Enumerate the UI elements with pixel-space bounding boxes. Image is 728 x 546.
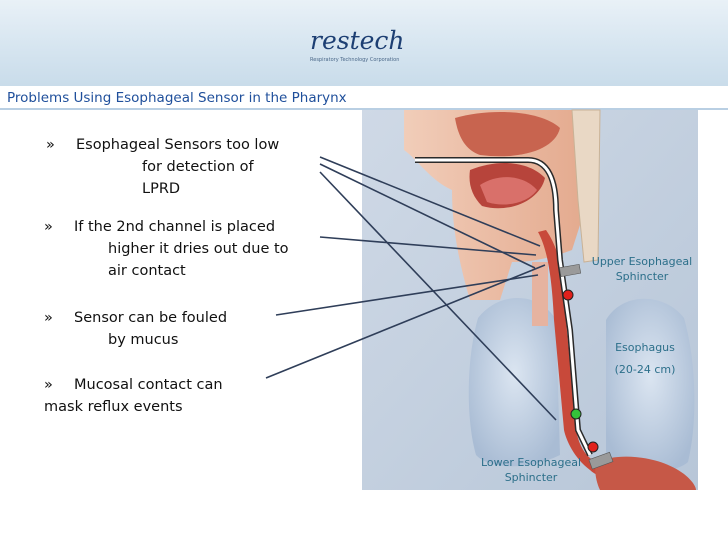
bullet-1: » Esophageal Sensors too low for detectio… xyxy=(46,134,279,200)
bullet-4: » Mucosal contact can mask reflux events xyxy=(44,374,223,418)
trachea xyxy=(532,262,548,326)
logo-subtext: Respiratory Technology Corporation xyxy=(310,57,400,63)
bullet-2-line-3: air contact xyxy=(108,263,186,279)
sensor-green xyxy=(570,408,582,420)
stomach xyxy=(595,456,696,490)
ues-label-line2: Sphincter xyxy=(615,270,669,283)
les-label: Lower Esophageal Sphincter xyxy=(472,455,590,485)
bullet-3: » Sensor can be fouled by mucus xyxy=(44,307,227,351)
pointer-line xyxy=(319,236,537,256)
nasal-cavity xyxy=(455,112,560,157)
pointer-line xyxy=(319,156,541,247)
bullet-marker: » xyxy=(46,137,55,153)
bullet-2: » If the 2nd channel is placed higher it … xyxy=(44,216,289,282)
pointer-line xyxy=(319,171,557,421)
esophagus-label-length: (20-24 cm) xyxy=(614,363,676,376)
probe-catheter xyxy=(415,158,592,456)
bullet-3-line-2: by mucus xyxy=(108,332,179,348)
logo-text: restech xyxy=(310,26,405,55)
lung-left xyxy=(468,297,560,467)
sensor-red-lower xyxy=(587,441,599,453)
bullet-2-line-2: higher it dries out due to xyxy=(108,241,289,257)
bullet-2-line-1: If the 2nd channel is placed xyxy=(74,219,276,235)
esophagus-label: Esophagus (20-24 cm) xyxy=(594,340,696,377)
bullet-1-line-2: for detection of xyxy=(142,159,254,175)
spine xyxy=(571,109,601,263)
bullet-3-line-1: Sensor can be fouled xyxy=(74,310,228,326)
bullet-marker: » xyxy=(44,219,53,235)
pointer-line xyxy=(275,274,539,316)
slide-title: Problems Using Esophageal Sensor in the … xyxy=(7,90,347,106)
lung-right xyxy=(606,298,695,472)
les-label-line2: Sphincter xyxy=(504,471,558,484)
tongue xyxy=(480,177,537,205)
ues-label-line1: Upper Esophageal xyxy=(591,255,693,268)
bullet-4-line-2: mask reflux events xyxy=(44,399,183,415)
ues-label: Upper Esophageal Sphincter xyxy=(586,254,698,284)
restech-logo: restech Respiratory Technology Corporati… xyxy=(306,26,416,66)
bullet-4-line-1: Mucosal contact can xyxy=(74,377,223,393)
bullet-1-line-3: LPRD xyxy=(142,181,181,197)
pointer-lines xyxy=(265,156,557,421)
header-band xyxy=(0,0,728,86)
les-marker xyxy=(588,451,614,470)
title-divider xyxy=(0,108,728,110)
sensor-red-upper xyxy=(562,289,574,301)
bullet-marker: » xyxy=(44,377,53,393)
les-label-line1: Lower Esophageal xyxy=(480,456,582,469)
pointer-line xyxy=(319,163,536,269)
pointer-line xyxy=(265,264,546,379)
ues-marker xyxy=(559,263,582,278)
esophagus-label-name: Esophagus xyxy=(615,341,675,354)
bullet-1-line-1: Esophageal Sensors too low xyxy=(76,137,280,153)
bullet-marker: » xyxy=(44,310,53,326)
